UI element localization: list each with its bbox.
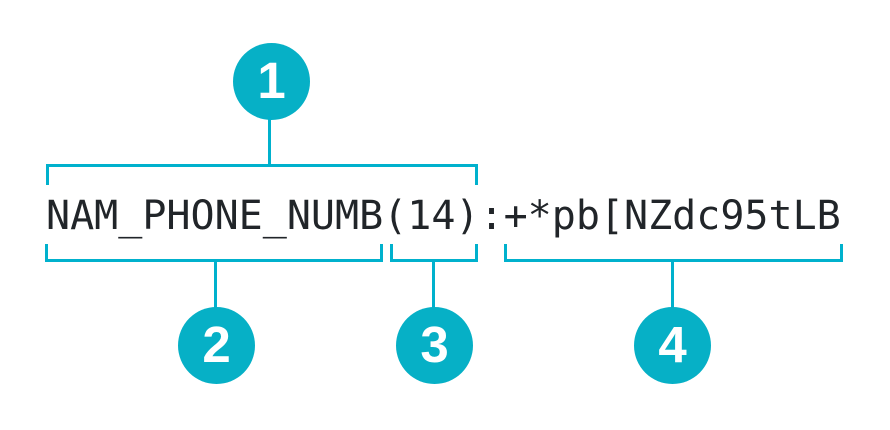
callout-3-stem-line xyxy=(432,260,435,308)
callout-4-badge: 4 xyxy=(634,307,711,384)
field-string-name-segment: NAM_PHONE_NUMB xyxy=(46,193,384,239)
callout-4-stem-line xyxy=(671,260,674,308)
callout-2-stem-line xyxy=(214,260,217,308)
bracket-name-and-length xyxy=(46,164,478,185)
callout-1-stem-line xyxy=(268,116,271,166)
field-string-separator: : xyxy=(479,193,504,239)
field-string-length-segment: (14) xyxy=(383,193,480,239)
field-string: NAM_PHONE_NUMB(14):+*pb[NZdc95tLB xyxy=(46,191,841,241)
field-string-value-segment: +*pb[NZdc95tLB xyxy=(503,193,841,239)
callout-1-badge: 1 xyxy=(233,43,310,120)
callout-2-badge: 2 xyxy=(178,307,255,384)
callout-3-badge: 3 xyxy=(396,307,473,384)
